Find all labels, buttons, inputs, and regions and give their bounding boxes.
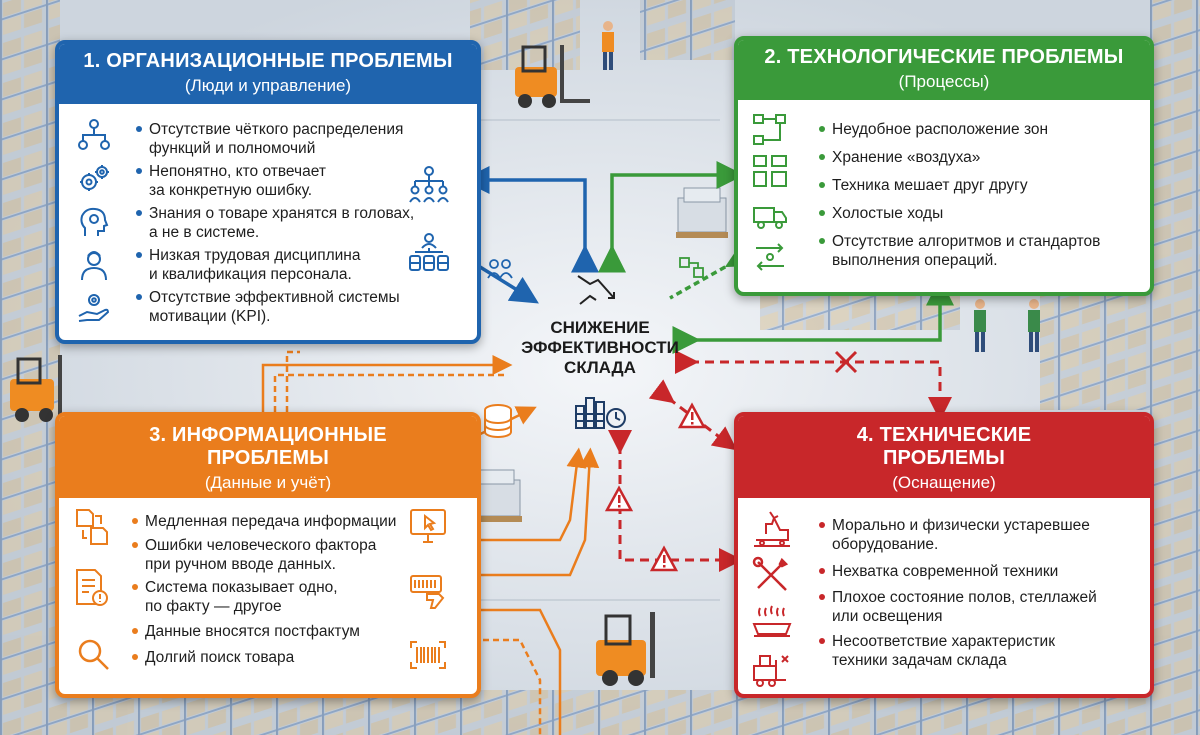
list-item: Хранение «воздуха»	[819, 148, 980, 167]
warehouse-clock-icon	[574, 392, 628, 430]
magnifier-icon	[77, 638, 111, 672]
zone-flow-icon	[679, 257, 704, 278]
bad-floor-icon	[752, 604, 792, 638]
blue-flow-arrows	[461, 166, 599, 304]
hierarchy-icon	[409, 166, 449, 206]
gears-icon	[77, 162, 111, 196]
orange-flow-arrows	[261, 350, 600, 735]
broken-link-icon	[834, 350, 858, 374]
forklift-left	[10, 355, 62, 422]
organizational-problems-panel: 1. ОРГАНИЗАЦИОННЫЕ ПРОБЛЕМЫ (Люди и упра…	[55, 40, 481, 344]
org-structure-icon	[77, 118, 111, 152]
technological-problems-panel: 2. ТЕХНОЛОГИЧЕСКИЕ ПРОБЛЕМЫ (Процессы) Н…	[734, 36, 1154, 296]
list-item: Техника мешает друг другу	[819, 176, 1028, 195]
worker-figure	[974, 299, 986, 352]
panel-title: 2. ТЕХНОЛОГИЧЕСКИЕ ПРОБЛЕМЫ	[764, 46, 1124, 68]
list-item: Неудобное расположение зон	[819, 120, 1048, 139]
tools-icon	[752, 556, 790, 594]
list-item: Медленная передача информации	[132, 512, 396, 531]
motivation-hand-icon	[77, 290, 111, 324]
team-database-icon	[409, 232, 449, 272]
list-item: Данные вносятся постфактум	[132, 622, 360, 641]
monitor-cursor-icon	[409, 508, 447, 544]
worker-figure	[1028, 299, 1040, 352]
team-database-icon	[487, 259, 513, 279]
center-title-line: СКЛАДА	[564, 358, 636, 377]
forklift-bottom	[596, 612, 655, 686]
database-icon	[484, 404, 512, 438]
error-document-icon	[75, 568, 109, 608]
zone-flow-icon	[752, 112, 788, 148]
central-problem: СНИЖЕНИЕ ЭФФЕКТИВНОСТИ СКЛАДА	[505, 318, 695, 378]
list-item: Знания о товаре хранятся в головах,а не …	[136, 204, 414, 242]
barcode-icon	[409, 640, 447, 670]
panel-header: 1. ОРГАНИЗАЦИОННЫЕ ПРОБЛЕМЫ (Люди и упра…	[59, 44, 477, 104]
center-title-line: ЭФФЕКТИВНОСТИ	[521, 338, 679, 357]
panel-header: 2. ТЕХНОЛОГИЧЕСКИЕ ПРОБЛЕМЫ (Процессы)	[738, 40, 1150, 100]
truck-icon	[752, 198, 788, 234]
forklift-top	[515, 45, 590, 108]
list-item: Холостые ходы	[819, 204, 943, 223]
idle-route-icon	[752, 240, 788, 276]
green-flow-arrows	[598, 161, 954, 354]
declining-chart-icon	[576, 270, 624, 306]
warning-icon	[649, 545, 679, 572]
panel-subtitle: (Данные и учёт)	[204, 473, 332, 492]
mismatch-equipment-icon	[752, 650, 792, 688]
warning-icon	[604, 485, 634, 512]
worker-figure	[602, 21, 614, 70]
warning-icon	[677, 402, 707, 429]
panel-subtitle: (Оснащение)	[892, 473, 996, 492]
old-equipment-icon	[752, 510, 792, 548]
worker-icon	[77, 248, 111, 282]
head-knowledge-icon	[77, 206, 111, 240]
documents-icon	[75, 508, 109, 546]
scanner-icon	[409, 574, 447, 610]
panel-title: 1. ОРГАНИЗАЦИОННЫЕ ПРОБЛЕМЫ	[83, 50, 453, 72]
list-item: Нехватка современной техники	[819, 562, 1058, 581]
list-item: Долгий поиск товара	[132, 648, 294, 667]
panel-subtitle: (Процессы)	[898, 72, 990, 91]
panel-subtitle: (Люди и управление)	[184, 76, 352, 95]
list-item: Система показывает одно,по факту — друго…	[132, 578, 338, 616]
center-title-line: СНИЖЕНИЕ	[550, 318, 650, 337]
layout-blocks-icon	[752, 154, 788, 190]
